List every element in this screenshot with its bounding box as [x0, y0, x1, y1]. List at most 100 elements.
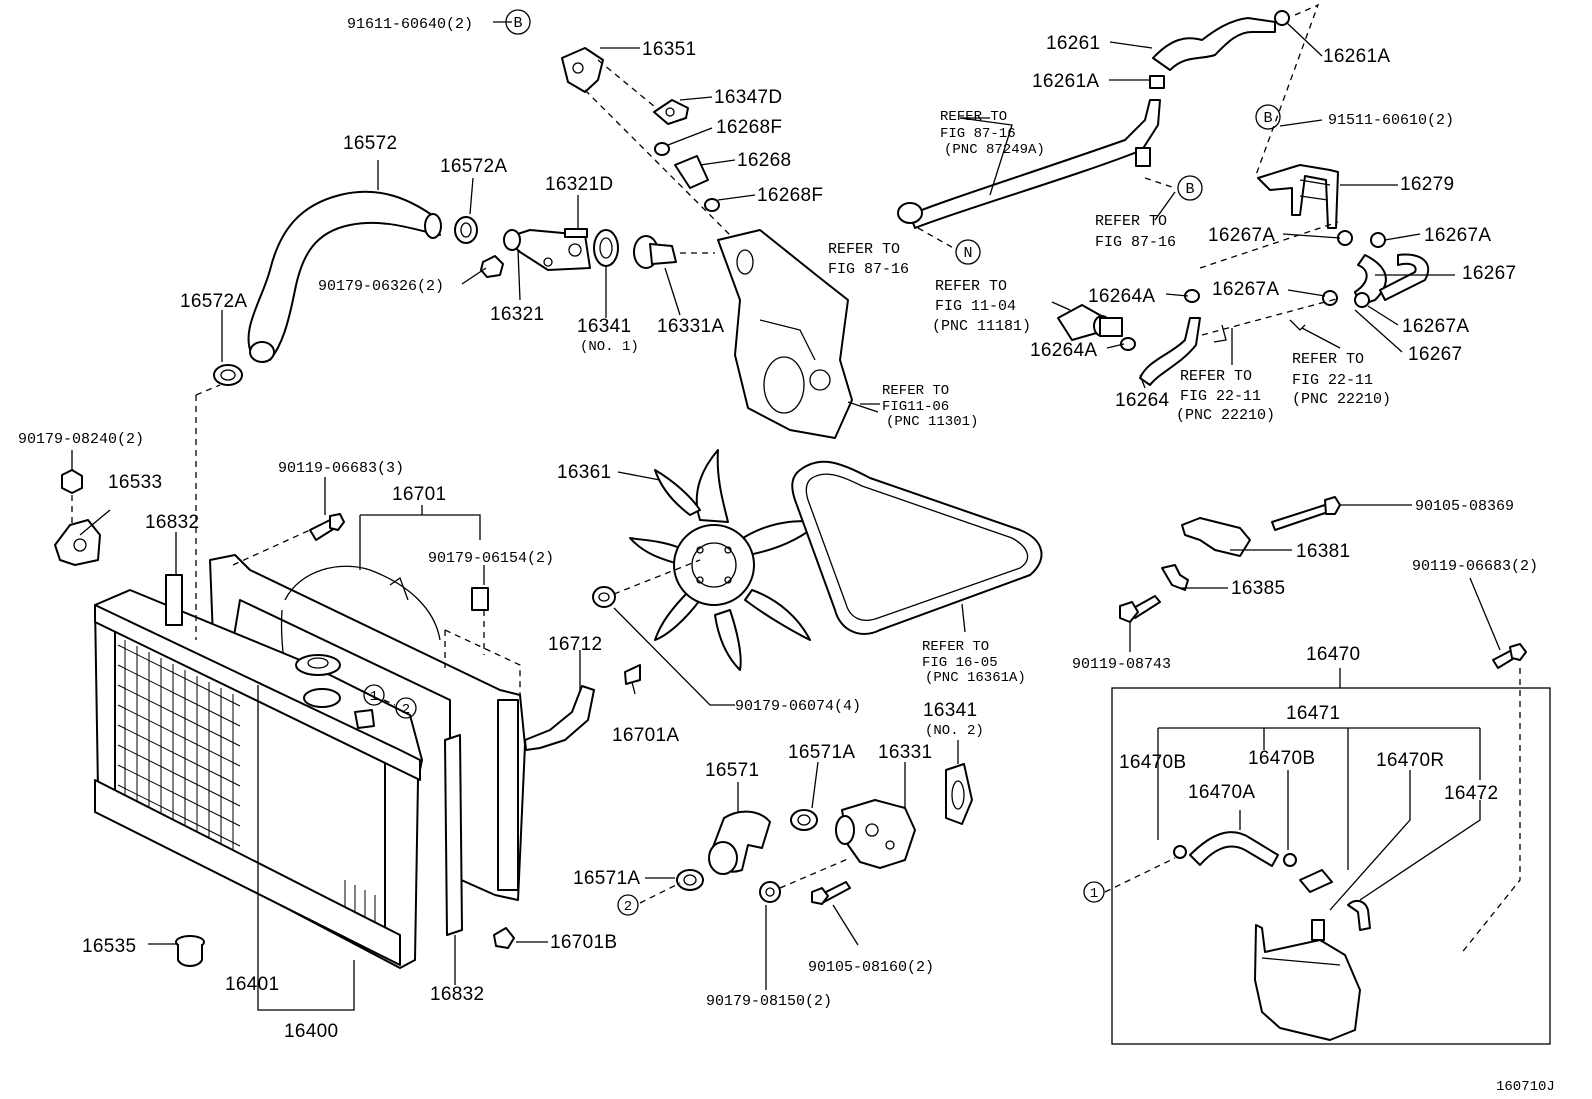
- label-16268f-b: 16268F: [757, 185, 823, 206]
- water-inlet-16571: [708, 810, 771, 875]
- water-inlet-housing-16331: [835, 799, 916, 869]
- label-16264a-top: 16264A: [1088, 286, 1155, 307]
- o-ring-16268f-top: [654, 142, 670, 156]
- label-16470a: 16470A: [1188, 782, 1255, 803]
- label-16471: 16471: [1286, 703, 1340, 724]
- label-16267-mid: 16267: [1408, 344, 1462, 365]
- svg-text:REFER TO: REFER TO: [1095, 213, 1167, 230]
- label-90105-08160: 90105-08160(2): [808, 959, 934, 976]
- label-16264: 16264: [1115, 390, 1169, 411]
- svg-text:(PNC 87249A): (PNC 87249A): [944, 142, 1045, 158]
- bracket-16381: [1181, 517, 1251, 557]
- ref-fig-87-16-left: REFER TO FIG 87-16: [828, 241, 909, 278]
- cap-16470r: [1299, 869, 1333, 893]
- svg-text:FIG11-06: FIG11-06: [882, 399, 949, 415]
- nut-90179-06074: [592, 586, 616, 608]
- assembly-line: [639, 882, 681, 904]
- radiator-support-16533: [54, 519, 101, 566]
- ref-fig-11-04: REFER TO FIG 11-04 (PNC 11181): [932, 278, 1031, 335]
- svg-text:FIG 87-16: FIG 87-16: [828, 261, 909, 278]
- label-91511-60610: 91511-60610(2): [1328, 112, 1454, 129]
- marker-1-reservoir: 1: [1083, 881, 1105, 903]
- label-16571a-left: 16571A: [573, 868, 640, 889]
- nut-90179-08240: [61, 469, 83, 494]
- label-16331a: 16331A: [657, 316, 724, 337]
- clamp-16261a-right: [1274, 10, 1290, 26]
- label-16351: 16351: [642, 39, 696, 60]
- svg-text:FIG 22-11: FIG 22-11: [1180, 388, 1261, 405]
- svg-text:2: 2: [402, 702, 410, 718]
- clamp-16267a-4: [1354, 292, 1370, 308]
- water-by-pass-pipe-16279: [1257, 164, 1339, 229]
- reference-notes: REFER TO FIG 87-16 (PNC 87249A) REFER TO…: [828, 109, 1391, 686]
- assembly-line: [613, 559, 701, 595]
- clamp-16470b-right: [1283, 853, 1297, 867]
- label-16267-top: 16267: [1462, 263, 1516, 284]
- label-16572a-left: 16572A: [180, 291, 247, 312]
- label-16321d: 16321D: [545, 174, 613, 195]
- v-ribbed-belt: [791, 460, 1043, 635]
- svg-text:REFER TO: REFER TO: [882, 383, 949, 399]
- assembly-line: [1201, 297, 1341, 336]
- clamp-16267a-3: [1322, 290, 1338, 306]
- label-16571: 16571: [705, 760, 759, 781]
- label-16571a-top: 16571A: [788, 742, 855, 763]
- clamp-16267a-1: [1337, 230, 1353, 246]
- svg-text:2: 2: [624, 899, 632, 915]
- label-16401: 16401: [225, 974, 279, 995]
- assembly-line: [597, 59, 656, 108]
- label-16533: 16533: [108, 472, 162, 493]
- gasket-16341-no2: [945, 763, 973, 825]
- svg-text:B: B: [513, 15, 522, 32]
- figure-id: 160710J: [1496, 1079, 1555, 1095]
- shroud-clip-16701a: [624, 664, 641, 685]
- svg-text:1: 1: [1090, 886, 1098, 902]
- leader-lines: [71, 21, 1501, 1011]
- assembly-line: [1144, 177, 1176, 189]
- ref-fig-87-16-right: REFER TO FIG 87-16: [1095, 213, 1176, 251]
- ref-fig-11-06: REFER TO FIG11-06 (PNC 11301): [882, 383, 978, 430]
- clamp-16267a-2: [1370, 232, 1386, 248]
- label-16347d: 16347D: [714, 87, 782, 108]
- label-16472: 16472: [1444, 783, 1498, 804]
- bolt-90105-08369: [1271, 496, 1341, 531]
- label-16470: 16470: [1306, 644, 1360, 665]
- label-16261a-left: 16261A: [1032, 71, 1099, 92]
- hose-16472: [1347, 899, 1371, 931]
- label-91611-60640: 91611-60640(2): [347, 16, 473, 33]
- overflow-hose-16470a: [1189, 831, 1279, 867]
- clamp-16571a-left: [676, 869, 704, 891]
- bolt-90119-06683-2: [1492, 643, 1527, 669]
- svg-text:N: N: [963, 245, 972, 262]
- label-16701a: 16701A: [612, 725, 679, 746]
- marker-b-mid: B: [1177, 175, 1203, 201]
- nut-90179-08150: [759, 881, 781, 903]
- reservoir-group-frame: [1111, 687, 1551, 1045]
- ref-fig-16-05: REFER TO FIG 16-05 (PNC 16361A): [922, 639, 1026, 686]
- svg-text:FIG 87-16: FIG 87-16: [940, 126, 1016, 142]
- part-labels: 91611-60640(2) 16351 16347D 16268F 16268…: [18, 16, 1538, 1042]
- label-16341: 16341: [577, 316, 631, 337]
- assembly-line: [584, 89, 731, 236]
- label-16267a-2: 16267A: [1424, 225, 1491, 246]
- pipe-stub: [1213, 324, 1227, 343]
- svg-text:FIG 16-05: FIG 16-05: [922, 655, 998, 671]
- label-16268: 16268: [737, 150, 791, 171]
- label-90119-06683-2: 90119-06683(2): [1412, 558, 1538, 575]
- assembly-line: [1199, 221, 1339, 269]
- bolt-90105-08160: [811, 881, 851, 905]
- label-90119-06683-3: 90119-06683(3): [278, 460, 404, 477]
- label-16470b-a: 16470B: [1119, 752, 1186, 773]
- assembly-line: [1255, 3, 1320, 176]
- stud-16321d: [564, 228, 588, 238]
- assembly-line: [917, 227, 958, 251]
- ref-fig-22-11-right: REFER TO FIG 22-11 (PNC 22210): [1292, 351, 1391, 408]
- radiator-cap: [295, 654, 341, 676]
- svg-text:REFER TO: REFER TO: [1180, 368, 1252, 385]
- label-16264a-left: 16264A: [1030, 340, 1097, 361]
- svg-text:FIG 11-04: FIG 11-04: [935, 298, 1016, 315]
- seal-16832-bottom: [444, 734, 463, 936]
- label-90105-08369: 90105-08369: [1415, 498, 1514, 515]
- label-90179-06074: 90179-06074(4): [735, 698, 861, 715]
